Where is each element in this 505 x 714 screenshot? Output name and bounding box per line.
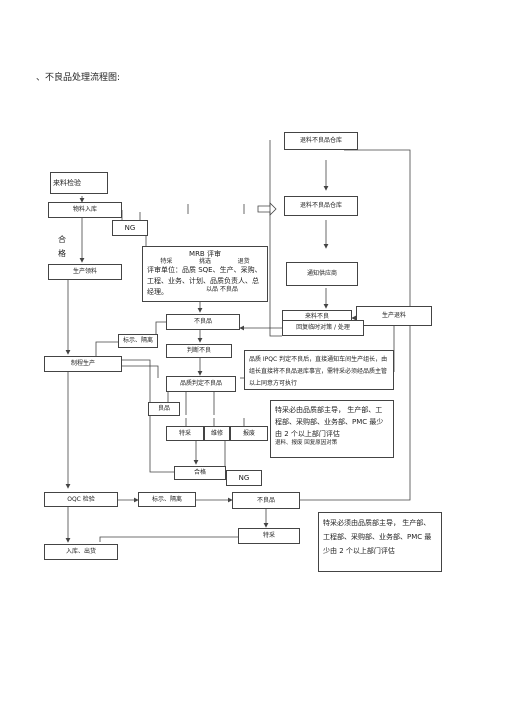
shipping-node: 入库、出货 bbox=[44, 544, 118, 560]
edge-process-to-ipqc bbox=[122, 365, 159, 378]
mrb-title: MRB 评审 bbox=[189, 250, 221, 258]
qualified-label-he: 合 bbox=[58, 235, 66, 244]
defective-node-1: 不良品 bbox=[166, 314, 240, 330]
notify-supplier-node: 通知供应商 bbox=[286, 262, 358, 286]
ng-mid-node: NG bbox=[226, 470, 262, 486]
mrb-review-node: MRB 评审 特采 挑选 退货 评审单位：品质 SQE、生产、采购、工程、业务、… bbox=[142, 246, 268, 302]
qualified-node: 合格 bbox=[174, 466, 226, 480]
judge-defect-node: 判断不良 bbox=[166, 344, 232, 358]
mrb-option-return: 退货 bbox=[237, 258, 250, 265]
incoming-inspection-node: 来料检验 bbox=[50, 172, 108, 194]
return-warehouse-node-1: 退料不良品仓库 bbox=[284, 132, 358, 150]
mrb-option-pick: 挑选 bbox=[198, 258, 211, 265]
defective-node-2: 不良品 bbox=[232, 492, 300, 509]
special-rule-node-2: 特采必须由品质部主导， 生产部、工程部、采购部、业务部、PMC 最少由 2 个以… bbox=[318, 512, 442, 572]
production-return-node: 生产退料 bbox=[356, 306, 432, 326]
ng-top-node: NG bbox=[112, 220, 148, 236]
ipqc-text-node: 品质 IPQC 判定不良后，直接通知车间生产组长，由组长直接将不良品退库事宜，需… bbox=[244, 350, 394, 390]
production-picking-node: 生产领料 bbox=[48, 264, 122, 280]
edge-qualified-to-process bbox=[122, 359, 174, 473]
page-heading: 、不良品处理流程图: bbox=[36, 73, 121, 83]
edge-mark1-to-process bbox=[95, 341, 118, 356]
special-rule-tail-1: 退料、报废 回复原因对策 bbox=[275, 440, 338, 446]
special-accept-node-2: 特采 bbox=[238, 528, 300, 544]
edge-special-to-shipping bbox=[99, 536, 238, 542]
scrap-node: 报废 bbox=[230, 426, 268, 441]
special-rule-node-1: 特采必由品质部主导， 生产部、工程部、采购部、业务部、PMC 最少由 2 个以上… bbox=[270, 400, 394, 458]
mark-isolate-node-2: 标示、隔离 bbox=[138, 492, 196, 507]
qualified-label-ge: 格 bbox=[58, 249, 66, 258]
quality-judge-node: 品质判定不良品 bbox=[166, 376, 236, 392]
good-product-node: 良品 bbox=[148, 402, 180, 416]
special-rule-text-1: 特采必由品质部主导， 生产部、工程部、采购部、业务部、PMC 最少由 2 个以上… bbox=[275, 406, 384, 438]
edge-right-loop bbox=[269, 140, 282, 337]
mrb-option-special: 特采 bbox=[160, 258, 173, 265]
reply-countermeasure-node: 回复临时对策 / 处理 bbox=[282, 320, 364, 336]
hollow-arrow-icon bbox=[257, 202, 277, 216]
material-warehousing-node: 物料入库 bbox=[48, 202, 122, 218]
mark-isolate-node-1: 标示、隔离 bbox=[118, 334, 158, 348]
special-accept-node: 特采 bbox=[166, 426, 204, 441]
mrb-units-text: 评审单位：品质 SQE、生产、采购、工程、业务、计划、品质负责人、总经理。 bbox=[147, 266, 262, 296]
return-warehouse-node-2: 退料不良品仓库 bbox=[284, 196, 358, 216]
repair-node: 维修 bbox=[204, 426, 230, 441]
oqc-inspection-node: OQC 检验 bbox=[44, 492, 118, 507]
process-production-node: 制程生产 bbox=[44, 356, 122, 372]
mrb-overlap-text: 以品 不良品 bbox=[206, 286, 238, 293]
